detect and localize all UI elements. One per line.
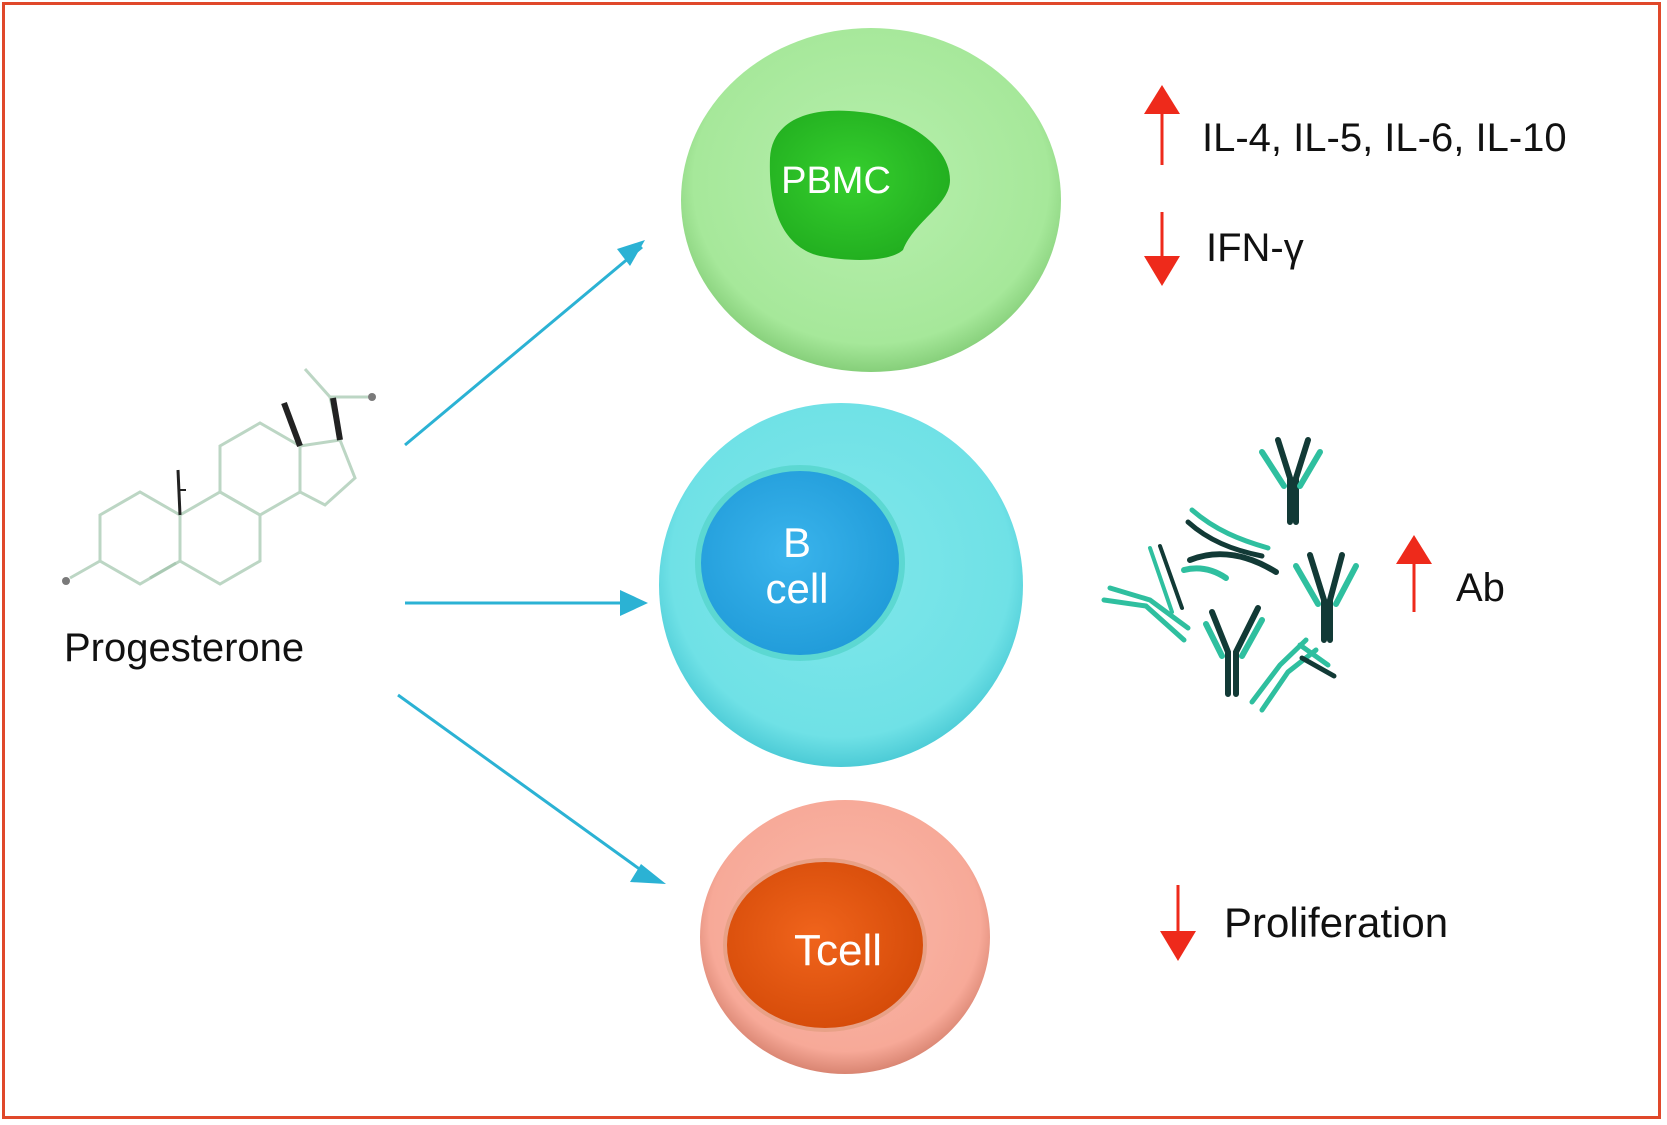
b-cell-label: B cell bbox=[765, 518, 829, 612]
arrow-to-tcell-head bbox=[630, 864, 666, 884]
up-arrow-cytokines bbox=[1144, 85, 1180, 165]
progesterone-structure bbox=[62, 368, 376, 586]
up-arrow-antibody bbox=[1396, 535, 1432, 612]
ifn-gamma-down-label: IFN-γ bbox=[1206, 226, 1304, 270]
down-arrow-proliferation bbox=[1160, 885, 1196, 961]
b-cell-label-line2: cell bbox=[765, 565, 829, 612]
b-cell-nucleus bbox=[695, 465, 905, 661]
b-cell bbox=[659, 403, 1023, 767]
t-cell-nucleus bbox=[723, 858, 927, 1032]
progesterone-label: Progesterone bbox=[64, 626, 305, 670]
down-arrow-ifn bbox=[1144, 212, 1180, 286]
arrow-to-tcell bbox=[397, 693, 646, 875]
arrow-to-pbmc-head bbox=[617, 240, 645, 266]
arrow-to-pbmc bbox=[404, 245, 643, 447]
cytokines-up-label: IL-4, IL-5, IL-6, IL-10 bbox=[1202, 116, 1567, 160]
pbmc-label: PBMC bbox=[781, 160, 891, 203]
pbmc-cell bbox=[681, 28, 1061, 372]
arrow-to-bcell-head bbox=[620, 590, 648, 616]
progesterone-methyl-groups bbox=[176, 397, 343, 516]
t-cell bbox=[700, 800, 990, 1074]
proliferation-down-label: Proliferation bbox=[1224, 899, 1449, 946]
t-cell-label: Tcell bbox=[793, 925, 883, 975]
b-cell-label-line1: B bbox=[782, 518, 811, 566]
antibody-cluster bbox=[1101, 437, 1359, 713]
antibody-up-label: Ab bbox=[1456, 566, 1505, 610]
pbmc-nucleus bbox=[769, 110, 950, 260]
